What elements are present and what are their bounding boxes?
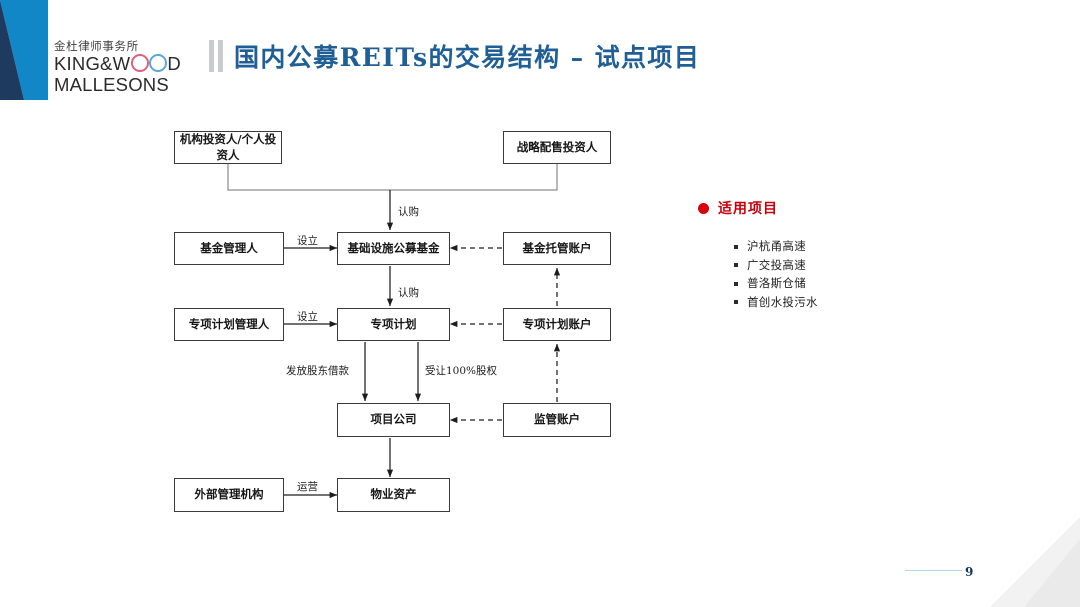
- header: 国内公募REITs的交易结构 – 试点项目: [209, 38, 700, 74]
- edge-label-establish-plan: 设立: [297, 311, 318, 323]
- panel-header: 适用项目: [698, 198, 998, 218]
- list-item-label: 沪杭甬高速: [747, 239, 806, 253]
- node-public-fund[interactable]: 基础设施公募基金: [337, 232, 450, 265]
- panel-title: 适用项目: [718, 201, 778, 217]
- square-bullet-icon: [734, 281, 738, 286]
- node-strategic-investor[interactable]: 战略配售投资人: [503, 131, 611, 164]
- title-bar-1: [209, 40, 214, 72]
- edge-label-establish-fund: 设立: [297, 235, 318, 247]
- square-bullet-icon: [734, 263, 738, 268]
- node-property-asset[interactable]: 物业资产: [337, 478, 450, 512]
- page-number: 9: [965, 565, 974, 579]
- brand-name-en-line2: MALLESONS: [54, 73, 169, 95]
- edge-label-shareholder-loan: 发放股东借款: [286, 365, 349, 377]
- node-special-plan[interactable]: 专项计划: [337, 308, 450, 341]
- title-bar-2: [218, 40, 223, 72]
- list-item-label: 广交投高速: [747, 257, 806, 272]
- list-item-label: 首创水投污水: [747, 294, 818, 309]
- list-item: 广交投高速: [734, 257, 998, 272]
- brand-d-text: D: [167, 52, 181, 74]
- square-bullet-icon: [734, 300, 738, 305]
- brand-king-wood-text: KING&W: [54, 52, 131, 74]
- edge-label-equity-transfer: 受让100%股权: [425, 365, 498, 377]
- bullet-dot-icon: [698, 202, 709, 214]
- brand-o-circle-red: [130, 53, 149, 72]
- square-bullet-icon: [734, 244, 738, 249]
- diagram-connectors: [227, 164, 561, 499]
- list-item: 首创水投污水: [734, 294, 998, 309]
- list-item-label: 普洛斯仓储: [747, 276, 806, 290]
- node-fund-manager[interactable]: 基金管理人: [174, 232, 284, 265]
- edge-label-operate: 运营: [297, 481, 318, 493]
- node-plan-manager[interactable]: 专项计划管理人: [174, 308, 284, 341]
- corner-decoration: [962, 517, 1080, 607]
- list-item: 普洛斯仓储: [734, 276, 998, 290]
- edge-label-subscribe-fund: 认购: [398, 206, 419, 218]
- applicable-projects-list: 沪杭甬高速 广交投高速 普洛斯仓储 首创水投污水: [734, 239, 998, 309]
- applicable-projects-panel: 适用项目 沪杭甬高速 广交投高速 普洛斯仓储 首创水投污水: [698, 198, 998, 315]
- kwm-logo-mark: [0, 0, 48, 103]
- node-external-manager[interactable]: 外部管理机构: [174, 478, 284, 512]
- brand-name-en-line1: KING&W D: [54, 52, 181, 74]
- list-item: 沪杭甬高速: [734, 239, 998, 253]
- node-retail-investor[interactable]: 机构投资人/个人投资人: [174, 131, 282, 164]
- page-title: 国内公募REITs的交易结构 – 试点项目: [234, 43, 701, 72]
- node-supervision-account[interactable]: 监管账户: [503, 403, 611, 437]
- footer-rule: [905, 570, 962, 571]
- node-project-company[interactable]: 项目公司: [337, 403, 450, 437]
- title-accent-bars: [209, 40, 223, 72]
- node-plan-account[interactable]: 专项计划账户: [503, 308, 611, 341]
- brand-name-cn: 金杜律师事务所: [54, 39, 139, 53]
- edge-label-subscribe-plan: 认购: [398, 287, 419, 299]
- node-fund-custody-account[interactable]: 基金托管账户: [503, 232, 611, 265]
- brand-o-circle-blue: [149, 53, 168, 72]
- transaction-structure-diagram: 机构投资人/个人投资人 战略配售投资人 基金管理人 基础设施公募基金 基金托管账…: [174, 131, 611, 512]
- kwm-wordmark: 金杜律师事务所 KING&W D MALLESONS: [54, 39, 181, 95]
